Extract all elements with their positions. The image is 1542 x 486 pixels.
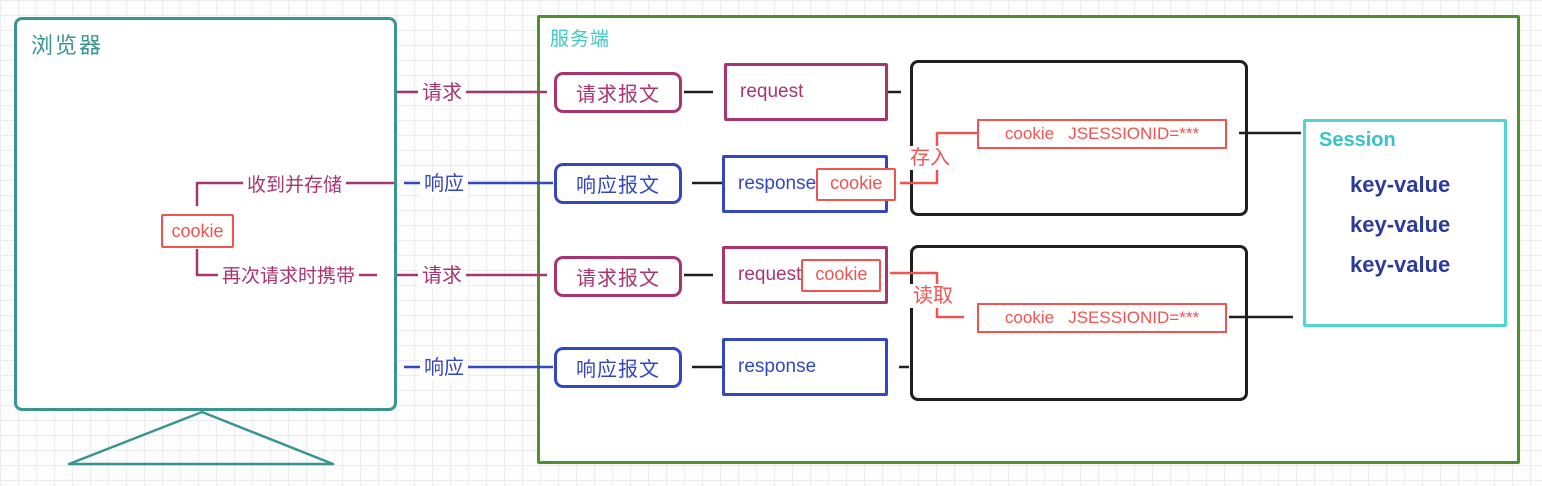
request-object-box-2: request cookie xyxy=(722,246,888,304)
response-object-box-1: response cookie xyxy=(722,155,897,213)
request-message-box-1: 请求报文 xyxy=(554,72,682,113)
response-message-box-1: 响应报文 xyxy=(554,163,682,204)
monitor-stand-triangle xyxy=(67,410,335,466)
cookie-chip-request: cookie xyxy=(801,258,882,292)
label-read-out: 读取 xyxy=(909,284,957,308)
label-carried-on-next-request: 再次请求时携带 xyxy=(218,265,360,288)
response-message-box-2: 响应报文 xyxy=(554,347,682,388)
cookie-chip-response: cookie xyxy=(816,167,897,201)
request-object-label-2: request xyxy=(738,264,802,285)
request-message-box-2: 请求报文 xyxy=(554,256,682,297)
cookie-jsessionid-box-2: cookie JSESSIONID=*** xyxy=(977,303,1227,333)
response-object-box-2: response xyxy=(722,338,888,396)
request-object-box-1: request xyxy=(724,63,888,121)
request-message-label-1: 请求报文 xyxy=(576,84,660,106)
cookie-jsessionid-label-2: cookie JSESSIONID=*** xyxy=(1004,308,1200,327)
session-entry: key-value xyxy=(1350,212,1451,237)
session-entry: key-value xyxy=(1350,172,1451,197)
server-title: 服务端 xyxy=(550,29,611,50)
request-object-label-1: request xyxy=(740,81,804,102)
browser-title: 浏览器 xyxy=(31,33,104,58)
response-object-label-1: response xyxy=(738,173,817,194)
session-entries: key-value key-value key-value xyxy=(1306,172,1504,278)
session-entry: key-value xyxy=(1350,252,1451,277)
browser-cookie-box: cookie xyxy=(161,214,234,248)
label-received-and-stored: 收到并存储 xyxy=(243,174,347,197)
cookie-jsessionid-label-1: cookie JSESSIONID=*** xyxy=(1004,124,1200,143)
response-object-label-2: response xyxy=(738,356,817,377)
label-response-2: 响应 xyxy=(420,356,468,380)
label-request-2: 请求 xyxy=(418,264,466,288)
request-message-label-2: 请求报文 xyxy=(576,268,660,290)
session-title: Session xyxy=(1319,129,1396,151)
cookie-jsessionid-box-1: cookie JSESSIONID=*** xyxy=(977,119,1227,149)
response-message-label-1: 响应报文 xyxy=(576,175,660,197)
response-message-label-2: 响应报文 xyxy=(576,359,660,381)
label-store-in: 存入 xyxy=(906,146,954,170)
label-request-1: 请求 xyxy=(418,81,466,105)
session-box: Session key-value key-value key-value xyxy=(1303,119,1507,327)
label-response-1: 响应 xyxy=(420,172,468,196)
browser-cookie-label: cookie xyxy=(171,220,224,241)
